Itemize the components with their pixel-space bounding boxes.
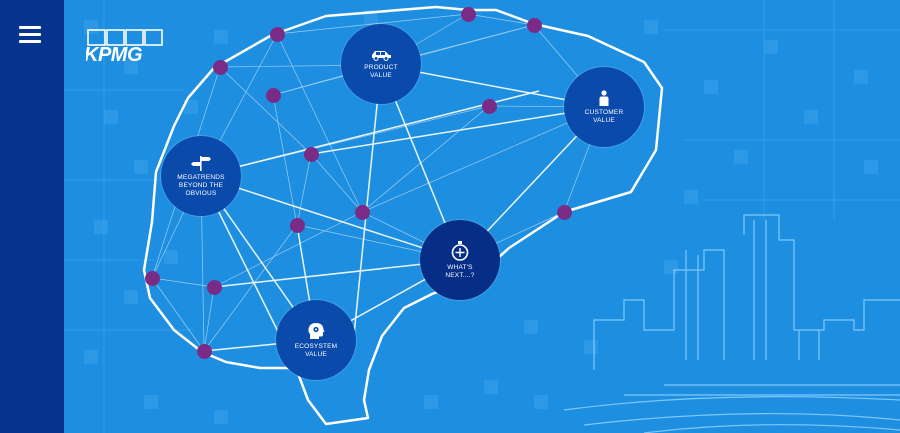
compass-icon	[451, 240, 469, 261]
hub-label: ECOSYSTEM VALUE	[294, 342, 338, 358]
network-node[interactable]	[556, 204, 572, 220]
network-node[interactable]	[526, 17, 542, 33]
hub-label: MEGATRENDS BEYOND THE OBVIOUS	[177, 173, 225, 197]
hub-whats-next[interactable]: WHAT'S NEXT....?	[420, 220, 500, 300]
city-grid-background	[64, 0, 900, 433]
head-gear-icon	[308, 322, 325, 339]
hub-label: PRODUCT VALUE	[364, 63, 398, 79]
sidebar	[0, 0, 64, 433]
network-node[interactable]	[303, 146, 319, 162]
person-icon	[599, 89, 609, 106]
kpmg-logo-text: KPMG	[86, 44, 142, 64]
network-node[interactable]	[460, 6, 476, 22]
brain-network-stage: PRODUCT VALUE CUSTOMER VALUE MEGATRENDS …	[64, 0, 900, 433]
car-icon	[372, 50, 391, 61]
network-node[interactable]	[144, 270, 160, 286]
hub-customer-value[interactable]: CUSTOMER VALUE	[564, 67, 644, 147]
hub-product-value[interactable]: PRODUCT VALUE	[341, 24, 421, 104]
network-node[interactable]	[289, 217, 305, 233]
network-node[interactable]	[212, 59, 228, 75]
hub-label: CUSTOMER VALUE	[584, 108, 624, 124]
hub-megatrends[interactable]: MEGATRENDS BEYOND THE OBVIOUS	[161, 136, 241, 216]
hub-label: WHAT'S NEXT....?	[445, 263, 475, 279]
brain-network-diagram	[142, 5, 664, 426]
hamburger-menu-icon[interactable]	[19, 26, 41, 44]
network-node[interactable]	[265, 87, 281, 103]
kpmg-logo[interactable]: KPMG	[84, 28, 168, 69]
network-node[interactable]	[481, 98, 497, 114]
signpost-icon	[191, 155, 211, 171]
network-node[interactable]	[269, 26, 285, 42]
hub-ecosystem-value[interactable]: ECOSYSTEM VALUE	[276, 300, 356, 380]
network-node[interactable]	[354, 204, 370, 220]
network-node[interactable]	[206, 279, 222, 295]
network-node[interactable]	[196, 343, 212, 359]
kpmg-logo-mark: KPMG	[84, 29, 163, 66]
